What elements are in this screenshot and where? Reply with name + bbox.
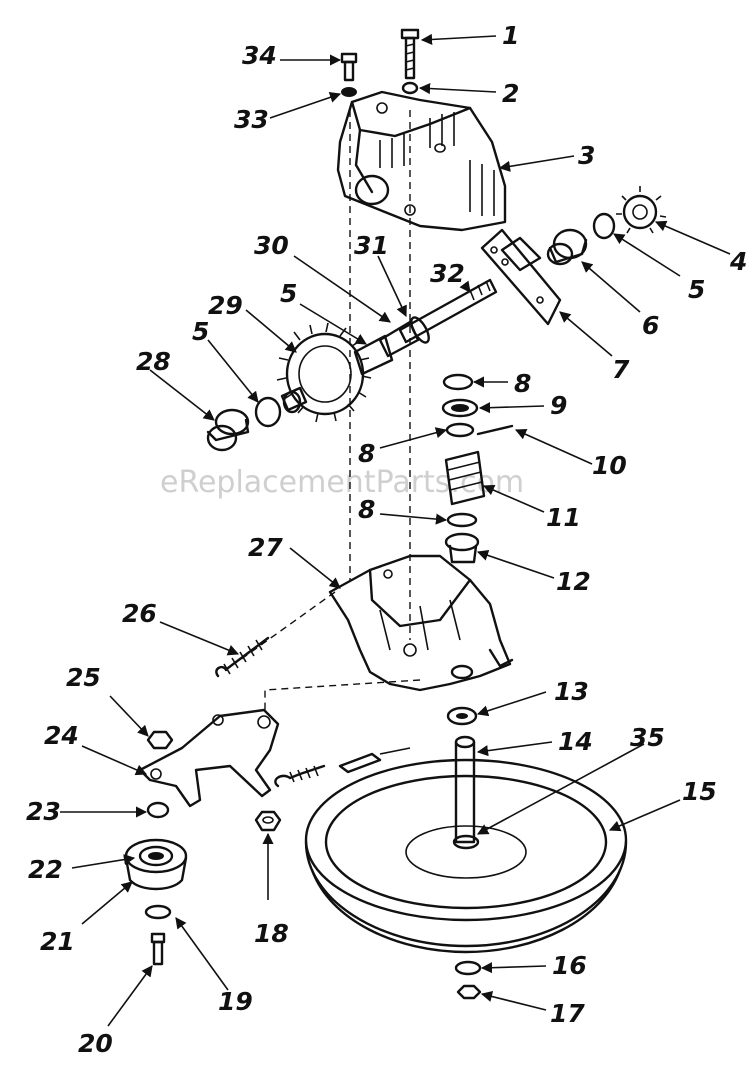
nut-17 <box>456 984 482 1000</box>
label-18: 18 <box>254 919 289 948</box>
label-12: 12 <box>556 567 591 596</box>
label-4: 4 <box>729 247 747 276</box>
lower-gear-housing <box>328 554 514 692</box>
bushing-12 <box>444 532 480 564</box>
idler-bracket-24 <box>138 708 280 808</box>
label-3: 3 <box>578 141 595 170</box>
nut-18 <box>254 810 282 832</box>
label-30: 30 <box>254 231 289 260</box>
washer-8-low <box>446 512 478 528</box>
bushing-6 <box>546 228 588 266</box>
label-23: 23 <box>26 797 61 826</box>
idler-pulley-21 <box>124 838 188 891</box>
label-8-mid: 8 <box>358 439 375 468</box>
leader-arrows <box>60 33 731 1027</box>
worm-gear-11 <box>444 450 486 506</box>
label-15: 15 <box>682 777 717 806</box>
label-29: 29 <box>208 291 243 320</box>
bearing-13 <box>446 706 478 726</box>
label-22: 22 <box>28 855 63 884</box>
label-10: 10 <box>592 451 627 480</box>
bolt-1 <box>400 28 420 80</box>
screw-34 <box>340 52 358 82</box>
label-11: 11 <box>546 503 581 532</box>
bearing-plate-7 <box>480 228 562 326</box>
spring-26 <box>215 636 270 678</box>
label-35: 35 <box>630 723 665 752</box>
worm-shaft-assembly <box>276 278 498 423</box>
washer-8-mid <box>445 422 475 438</box>
washer-33 <box>341 87 357 97</box>
label-13: 13 <box>554 677 589 706</box>
label-33: 33 <box>234 105 269 134</box>
label-17: 17 <box>550 999 585 1028</box>
bolt-20 <box>150 932 166 966</box>
washer-16 <box>454 960 482 976</box>
shaft-14 <box>454 735 476 844</box>
pulley-15 <box>304 758 628 954</box>
bushing-28 <box>206 408 250 452</box>
washer-8-top <box>442 373 474 391</box>
label-25: 25 <box>66 663 101 692</box>
label-27: 27 <box>248 533 283 562</box>
alignment-lines <box>239 110 421 712</box>
label-14: 14 <box>558 727 593 756</box>
label-19: 19 <box>218 987 253 1016</box>
label-1: 1 <box>502 21 519 50</box>
nut-25 <box>146 730 174 750</box>
label-9: 9 <box>550 391 567 420</box>
spring-and-cable <box>274 747 411 788</box>
label-34: 34 <box>242 41 277 70</box>
label-6: 6 <box>642 311 659 340</box>
washer-5-left <box>254 396 282 428</box>
label-24: 24 <box>44 721 79 750</box>
label-8-top: 8 <box>514 369 531 398</box>
label-5-mid: 5 <box>280 279 297 308</box>
label-7: 7 <box>612 355 630 384</box>
label-8-low: 8 <box>358 495 375 524</box>
bearing-9 <box>441 398 479 418</box>
part-number-labels: 1 2 3 4 5 5 5 6 7 8 8 8 9 10 11 12 13 14… <box>26 21 747 1058</box>
washer-19 <box>144 904 172 920</box>
washer-5-right <box>592 212 616 240</box>
label-26: 26 <box>122 599 157 628</box>
label-31: 31 <box>354 231 389 260</box>
upper-gear-housing <box>336 90 507 232</box>
label-28: 28 <box>136 347 171 376</box>
label-5-left: 5 <box>192 317 209 346</box>
label-21: 21 <box>40 927 75 956</box>
watermark-text: eReplacementParts.com <box>160 465 524 500</box>
label-2: 2 <box>502 79 519 108</box>
sprocket-4 <box>616 186 667 234</box>
washer-2 <box>401 81 419 95</box>
label-20: 20 <box>78 1029 113 1058</box>
label-16: 16 <box>552 951 587 980</box>
label-32: 32 <box>430 259 465 288</box>
washer-23 <box>146 801 170 819</box>
pin-10 <box>476 424 514 436</box>
label-5-right: 5 <box>688 275 705 304</box>
